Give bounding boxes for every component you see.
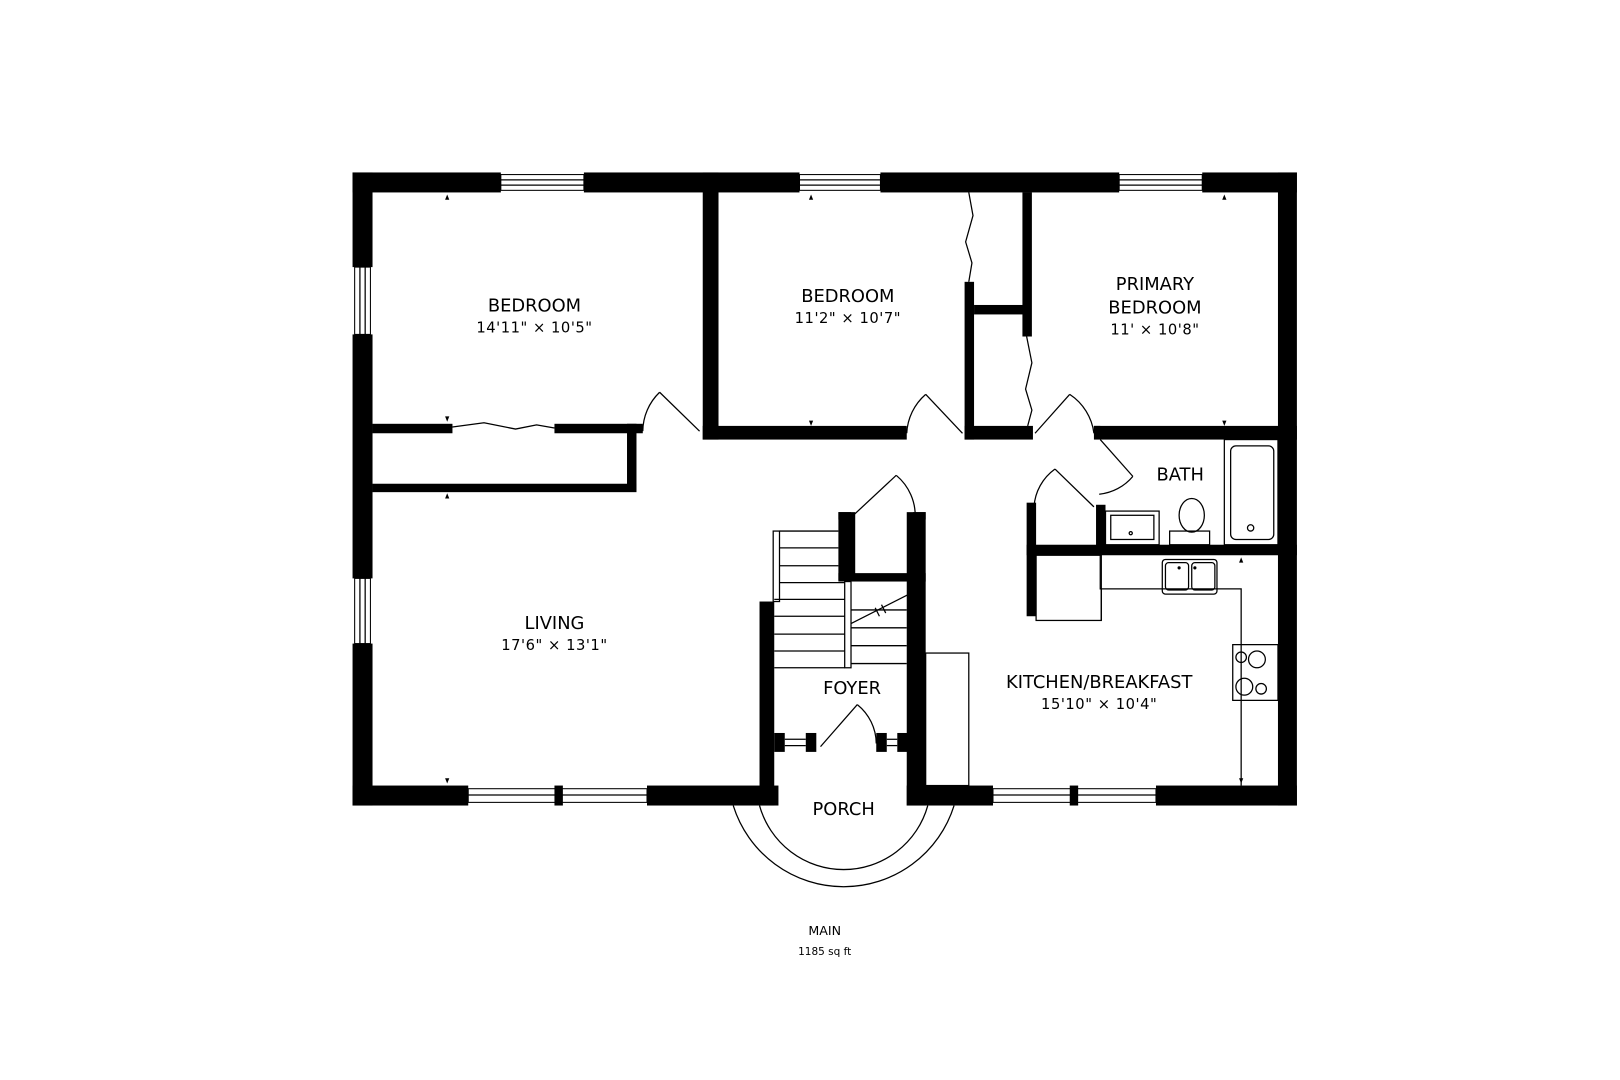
exterior-walls xyxy=(352,172,1297,806)
room-labels: BEDROOM 14'11" × 10'5" BEDROOM 11'2" × 1… xyxy=(476,274,1204,958)
fixtures xyxy=(925,438,1279,787)
room-name-living: LIVING xyxy=(525,613,585,634)
door xyxy=(1034,393,1095,434)
door xyxy=(642,391,701,432)
room-dimensions-bedroom-2: 11'2" × 10'7" xyxy=(795,310,901,327)
room-name-bedroom-1: BEDROOM xyxy=(488,295,581,316)
porch xyxy=(732,805,955,888)
room-dimensions-kitchen: 15'10" × 10'4" xyxy=(1041,696,1157,713)
level-label: MAIN xyxy=(808,923,841,938)
room-name-porch: PORCH xyxy=(813,799,875,820)
kitchen-sink-icon xyxy=(1161,558,1218,595)
room-dimensions-primary-bedroom: 11' × 10'8" xyxy=(1110,321,1199,338)
room-name-bedroom-2: BEDROOM xyxy=(801,286,894,307)
bathtub-icon xyxy=(1223,438,1279,546)
door xyxy=(1033,468,1095,508)
doors xyxy=(642,391,1134,752)
window xyxy=(500,174,585,191)
window xyxy=(798,174,881,191)
door xyxy=(906,393,963,434)
stairs xyxy=(772,530,916,669)
window xyxy=(354,266,371,335)
room-dimensions-living: 17'6" × 13'1" xyxy=(501,637,607,654)
window xyxy=(354,577,371,645)
bath-sink-icon xyxy=(1104,510,1160,546)
interior-walls xyxy=(372,172,1297,806)
door xyxy=(1099,439,1134,495)
measure-markers xyxy=(445,194,1244,784)
window xyxy=(467,785,648,806)
room-name-foyer: FOYER xyxy=(823,678,881,699)
room-name-primary-bedroom-line2: BEDROOM xyxy=(1108,297,1201,318)
room-name-primary-bedroom-line1: PRIMARY xyxy=(1116,274,1194,295)
window xyxy=(1118,174,1203,191)
room-dimensions-bedroom-1: 14'11" × 10'5" xyxy=(476,319,592,336)
door xyxy=(849,474,916,519)
toilet-icon xyxy=(1169,497,1211,546)
total-area-label: 1185 sq ft xyxy=(798,946,851,958)
stove-icon xyxy=(1232,644,1279,702)
room-name-bath: BATH xyxy=(1156,465,1203,486)
window xyxy=(992,785,1157,806)
room-name-kitchen: KITCHEN/BREAKFAST xyxy=(1006,672,1192,693)
door xyxy=(820,704,877,748)
